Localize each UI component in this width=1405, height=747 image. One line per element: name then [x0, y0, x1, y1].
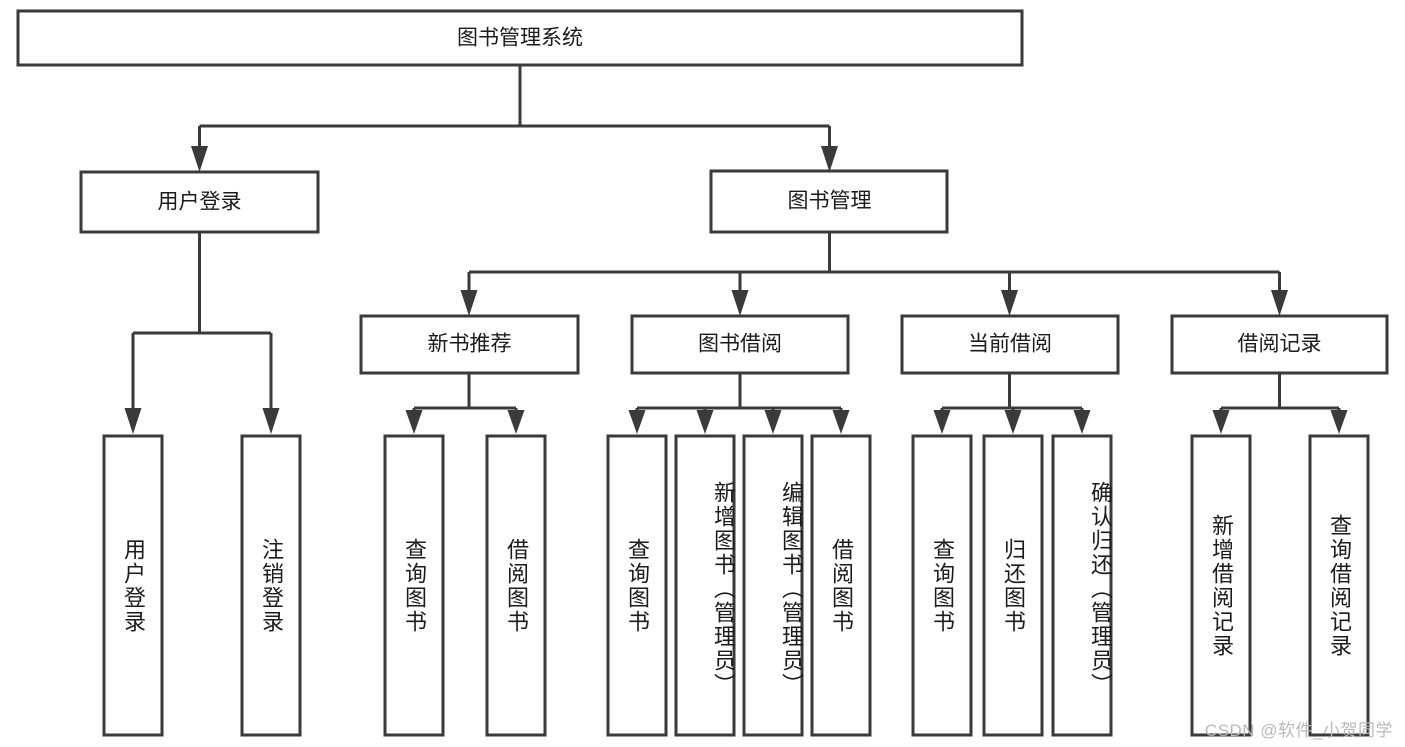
- arrow-head-leaf-user-login: [124, 408, 142, 434]
- arrow-head-new-book-recommend: [460, 290, 478, 316]
- arrow-head-leaf-confirm-return: [1073, 410, 1091, 434]
- arrow-head-leaf-query-record: [1330, 410, 1348, 434]
- node-book-manage[interactable]: 图书管理: [709, 169, 949, 234]
- node-title[interactable]: 图书管理系统: [16, 9, 1024, 67]
- leaf-logout-box[interactable]: [240, 434, 302, 737]
- arrow-head-book-borrow: [731, 290, 749, 316]
- node-borrow-record-label: 借阅记录: [1238, 333, 1322, 356]
- node-book-borrow-label: 图书借阅: [698, 333, 782, 356]
- connectors: [124, 65, 1348, 434]
- arrow-head-book-manage: [821, 146, 838, 172]
- node-book-manage-box[interactable]: [709, 169, 949, 234]
- arrow-head-user-login: [191, 146, 208, 172]
- leaf-borrow-book-2-box[interactable]: [810, 434, 872, 737]
- node-current-borrow-box[interactable]: [900, 314, 1120, 375]
- arrow-head-leaf-logout: [262, 408, 280, 434]
- leaf-confirm-return-box[interactable]: [1051, 434, 1113, 737]
- leaf-query-record-box[interactable]: [1308, 434, 1370, 737]
- node-book-borrow-box[interactable]: [630, 314, 850, 375]
- arrow-head-leaf-return-book: [1004, 410, 1022, 434]
- node-current-borrow[interactable]: 当前借阅: [900, 314, 1120, 375]
- leaf-add-book-box[interactable]: [674, 434, 736, 737]
- node-title-label: 图书管理系统: [457, 27, 583, 50]
- node-user-login[interactable]: 用户登录: [79, 170, 320, 234]
- node-borrow-record-box[interactable]: [1170, 314, 1389, 375]
- arrow-head-borrow-record: [1271, 290, 1288, 316]
- leaf-query-book-1-box[interactable]: [383, 434, 445, 737]
- arrow-head-leaf-borrow-book-2: [832, 410, 850, 434]
- watermark: CSDN @软件_小贺同学: [1204, 721, 1393, 740]
- leaf-query-book-3-box[interactable]: [911, 434, 973, 737]
- node-book-borrow[interactable]: 图书借阅: [630, 314, 850, 375]
- arrow-head-leaf-query-book-1: [405, 410, 423, 434]
- leaf-edit-book-box[interactable]: [742, 434, 804, 737]
- node-new-book-recommend-label: 新书推荐: [428, 333, 512, 356]
- leaf-return-book-box[interactable]: [982, 434, 1044, 737]
- arrow-head-leaf-query-book-3: [933, 410, 951, 434]
- node-user-login-box[interactable]: [79, 170, 320, 234]
- arrow-head-leaf-add-record: [1212, 410, 1230, 434]
- arrow-head-leaf-add-book: [696, 410, 714, 434]
- leaf-add-record-box[interactable]: [1190, 434, 1252, 737]
- node-title-box[interactable]: [16, 9, 1024, 67]
- arrow-head-leaf-query-book-2: [628, 410, 646, 434]
- leaf-boxes: [102, 434, 1370, 737]
- leaf-user-login-box[interactable]: [102, 434, 164, 737]
- node-new-book-recommend-box[interactable]: [359, 314, 580, 375]
- arrow-head-leaf-borrow-book-1: [507, 410, 525, 434]
- node-current-borrow-label: 当前借阅: [968, 333, 1052, 356]
- node-user-login-label: 用户登录: [158, 191, 242, 214]
- leaf-borrow-book-1-box[interactable]: [485, 434, 547, 737]
- node-book-manage-label: 图书管理: [788, 190, 872, 213]
- node-borrow-record[interactable]: 借阅记录: [1170, 314, 1389, 375]
- arrow-head-leaf-edit-book: [764, 410, 782, 434]
- arrow-head-current-borrow: [1001, 290, 1018, 316]
- node-new-book-recommend[interactable]: 新书推荐: [359, 314, 580, 375]
- leaf-query-book-2-box[interactable]: [606, 434, 668, 737]
